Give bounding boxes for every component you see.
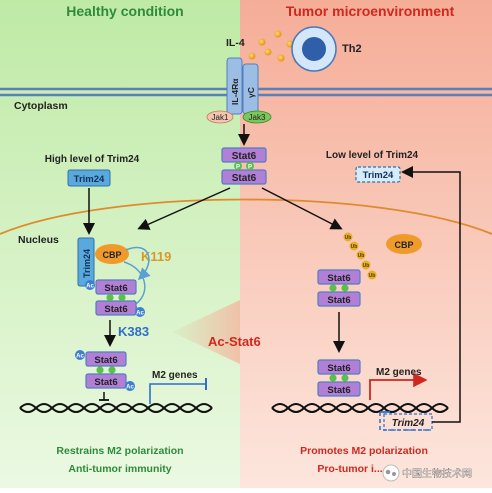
stat6-label: Stat6 (327, 363, 350, 374)
stat6-dimer-right (317, 269, 361, 307)
gamma-c-label: γC (246, 87, 256, 98)
k383-label: K383 (118, 324, 149, 339)
m2-genes-right-label: M2 genes (376, 367, 422, 378)
m2-genes-left-label: M2 genes (152, 370, 198, 381)
feedback-loop (401, 166, 461, 423)
low-trim24-label: Low level of Trim24 (326, 150, 419, 161)
nucleus-label: Nucleus (18, 234, 59, 246)
trim24-box-right-label: Trim24 (363, 170, 394, 181)
ac-label: Ac (126, 385, 134, 391)
nuclear-membrane (0, 198, 492, 235)
right-outcome-1: Promotes M2 polarization (300, 445, 428, 457)
ac-stat6-wedge (172, 300, 240, 364)
il4ra-label: IL-4Rα (230, 78, 240, 105)
arrow-stat6-to-left (137, 187, 231, 230)
ac-label: Ac (86, 284, 94, 290)
ub-label: Ub (351, 244, 358, 250)
stat6-label: Stat6 (327, 385, 350, 396)
cbp-left-label: CBP (102, 250, 121, 260)
ac-label: Ac (136, 311, 144, 317)
cytoplasm-label: Cytoplasm (14, 100, 68, 112)
ub-label: Ub (369, 273, 376, 279)
trim24-box-right (355, 166, 401, 183)
jak1-label: Jak1 (212, 113, 229, 122)
il4-label: IL-4 (226, 37, 245, 49)
stat6-label: Stat6 (94, 355, 117, 366)
stat6-dimer-center (221, 147, 267, 185)
stat6-dimer-right-bound (317, 359, 361, 397)
right-panel-bg (240, 0, 492, 488)
stat6-dimer-left-bound (75, 350, 135, 391)
left-outcome-2: Anti-tumor immunity (68, 463, 171, 475)
watermark-text: 中国生物技术网 (402, 467, 472, 480)
stat6-label: Stat6 (104, 304, 127, 315)
stat6-label: Stat6 (232, 151, 257, 162)
stat6-label: Stat6 (327, 295, 350, 306)
phospho-label: P (248, 165, 252, 171)
cbp-left (95, 244, 129, 264)
left-title: Healthy condition (66, 3, 183, 19)
arrow-stat6-to-right (261, 187, 343, 230)
k119-curve (125, 246, 151, 281)
ac-label: Ac (76, 354, 84, 360)
ubiquitin-chain (343, 232, 377, 280)
trim24-box-left (67, 169, 111, 187)
left-panel-bg (0, 0, 240, 488)
trim24-box-label: Trim24 (74, 174, 105, 185)
ac-stat6-label: Ac-Stat6 (208, 334, 261, 349)
stat6-label: Stat6 (232, 173, 257, 184)
ub-label: Ub (358, 253, 365, 259)
jak3-label: Jak3 (249, 113, 266, 122)
dna-left-strand2 (19, 403, 213, 413)
jak3 (242, 110, 272, 124)
m2-genes-right-promoter (369, 372, 428, 400)
stat6-label: Stat6 (94, 377, 117, 388)
stat6-label: Stat6 (104, 283, 127, 294)
jak1 (206, 110, 234, 124)
right-title: Tumor microenvironment (286, 3, 455, 19)
high-trim24-label: High level of Trim24 (45, 154, 140, 165)
watermark (382, 464, 400, 482)
dna-right-strand2 (271, 403, 449, 413)
th2-cell (291, 26, 337, 72)
left-outcome-1: Restrains M2 polarization (56, 445, 183, 457)
phospho-label: P (236, 165, 240, 171)
m2-genes-left-promoter (149, 383, 206, 404)
stat6-dimer-left-acetyl (85, 279, 145, 317)
il4-receptor (226, 57, 259, 115)
cbp-right (386, 234, 422, 254)
th2-label: Th2 (342, 43, 362, 55)
trim24-vertical-label: Trim24 (82, 249, 92, 278)
right-outcome-2: Pro-tumor i... (317, 463, 382, 475)
trim24-gene-label: Trim24 (392, 418, 425, 429)
dna-right (271, 403, 449, 413)
cbp-right-label: CBP (394, 240, 413, 250)
stat6-label: Stat6 (327, 273, 350, 284)
ub-label: Ub (363, 263, 370, 269)
ub-label: Ub (345, 235, 352, 241)
